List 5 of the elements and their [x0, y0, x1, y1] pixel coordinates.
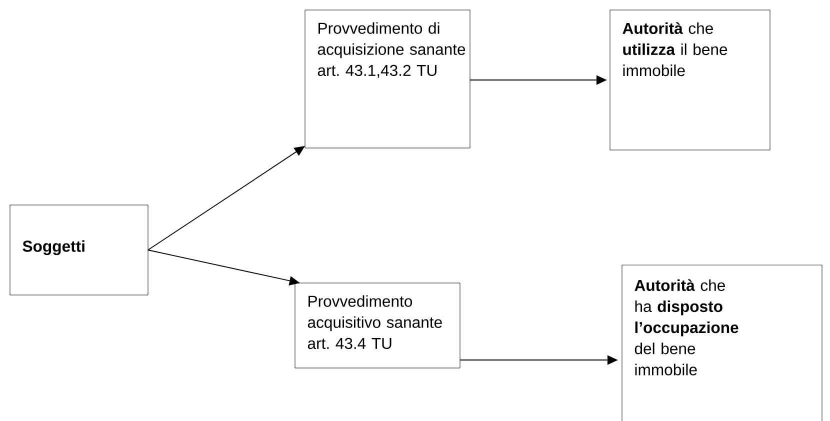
text-box: Soggetti [10, 204, 148, 296]
text-box: Autorità che utilizza il bene immobile [610, 10, 770, 150]
text-box: Provvedimento acquisitivo sanante art. 43.4 TU [294, 282, 460, 368]
text-box: Provvedimento di acquisizione sanante art. 43.1,43.2 TU [304, 10, 470, 148]
text-box: Autorità che ha disposto l’occupazione del bene immobile [622, 264, 822, 421]
